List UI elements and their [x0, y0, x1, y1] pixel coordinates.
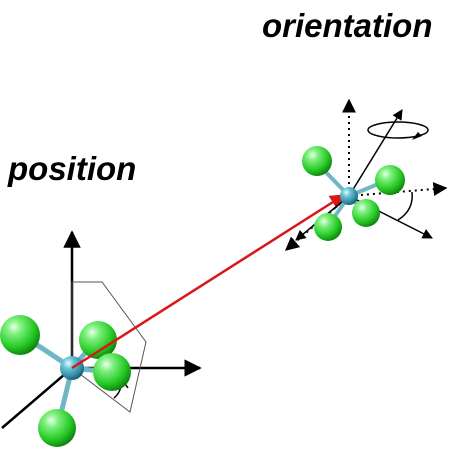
- ligand-atom: [375, 165, 405, 195]
- rotation-arrow: [367, 121, 429, 139]
- ligand-atom: [0, 315, 40, 355]
- angle-arc-right: [397, 191, 413, 221]
- ligand-atom: [79, 321, 117, 359]
- molecule-rotated: [284, 98, 448, 251]
- orientation-label: orientation: [262, 7, 433, 44]
- ligand-atom: [314, 213, 342, 241]
- ligand-atom: [38, 409, 76, 447]
- ligand-atom: [93, 353, 131, 391]
- y-axis-left: [1, 367, 73, 429]
- rotation-arrowhead: [412, 132, 422, 140]
- molecule-at-origin: [0, 230, 202, 447]
- projection-plane: [71, 281, 147, 413]
- ligand-atom: [352, 199, 380, 227]
- ligand-atom: [302, 146, 332, 176]
- position-label: position: [8, 150, 137, 187]
- z-axis-rotated: [348, 109, 403, 197]
- central-atom: [340, 187, 358, 205]
- displacement-vector: [71, 193, 346, 370]
